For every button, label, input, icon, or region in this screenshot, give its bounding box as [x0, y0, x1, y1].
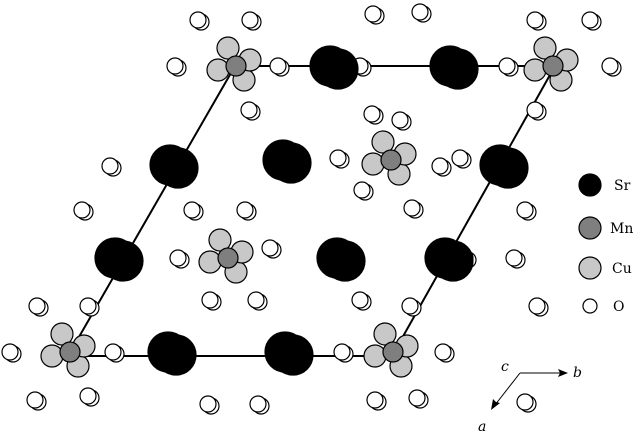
mn-atom	[217, 247, 239, 269]
o-atom	[166, 57, 184, 75]
mn-atom	[380, 149, 402, 171]
legend-cu-label: Cu	[612, 261, 632, 277]
o-atom	[505, 249, 523, 267]
legend-o-label: O	[613, 299, 624, 315]
o-atom	[516, 201, 534, 219]
sr-atom	[316, 237, 358, 279]
o-atom	[601, 57, 619, 75]
o-atom	[28, 297, 46, 315]
o-atom	[269, 57, 287, 75]
legend: Sr Mn Cu O	[578, 173, 633, 315]
o-atom	[183, 201, 201, 219]
o-atom	[353, 181, 371, 199]
o-atom	[366, 391, 384, 409]
o-atom	[451, 149, 469, 167]
o-atom	[199, 395, 217, 413]
o-atom	[351, 291, 369, 309]
unit-cell-edge	[66, 65, 557, 357]
cu-atom	[363, 344, 387, 368]
sr-atom	[424, 237, 466, 279]
o-atom	[247, 291, 265, 309]
o-atom	[329, 149, 347, 167]
legend-sr-marker	[578, 173, 602, 197]
mn-atom	[225, 55, 247, 77]
o-atom	[79, 387, 97, 405]
o-atom	[236, 201, 254, 219]
o-atom	[240, 101, 258, 119]
o-atom	[431, 157, 449, 175]
legend-sr-label: Sr	[614, 178, 631, 194]
o-atom	[408, 389, 426, 407]
o-atom	[526, 11, 544, 29]
unit-cell-outline	[66, 65, 557, 357]
sr-atom	[94, 237, 136, 279]
o-atom	[434, 343, 452, 361]
sr-atom	[264, 331, 306, 373]
sr-atom	[149, 144, 191, 186]
o-atom	[261, 239, 279, 257]
atoms-layer	[1, 3, 622, 415]
mn-atom	[542, 55, 564, 77]
legend-mn-marker	[578, 216, 602, 240]
axis-b-arrowhead	[558, 369, 568, 377]
o-atom	[104, 343, 122, 361]
cu-atom	[361, 152, 385, 176]
axis-a-arrowhead	[491, 399, 500, 410]
o-atom	[364, 5, 382, 23]
o-atom	[401, 297, 419, 315]
o-atom	[411, 3, 429, 21]
cu-atom	[371, 130, 395, 154]
cu-atom	[523, 58, 547, 82]
cu-atom	[40, 344, 64, 368]
cu-atom	[373, 322, 397, 346]
o-atom	[189, 11, 207, 29]
mn-atom	[59, 341, 81, 363]
cu-atom	[216, 36, 240, 60]
axis-indicator: c b a	[478, 359, 582, 435]
o-atom	[169, 249, 187, 267]
cu-atom	[50, 322, 74, 346]
cu-atom	[206, 58, 230, 82]
o-atom	[201, 291, 219, 309]
o-atom	[79, 297, 97, 315]
o-atom	[101, 157, 119, 175]
cu-atom	[208, 228, 232, 252]
o-atom	[516, 393, 534, 411]
o-atom	[526, 101, 544, 119]
axis-a-label: a	[478, 419, 486, 435]
legend-mn-label: Mn	[610, 221, 633, 237]
o-atom	[581, 11, 599, 29]
sr-atom	[479, 144, 521, 186]
axis-b-label: b	[573, 365, 582, 381]
o-atom	[363, 105, 381, 123]
o-atom	[26, 391, 44, 409]
o-atom	[391, 111, 409, 129]
axis-a-arrow	[494, 372, 521, 406]
sr-atom	[262, 139, 304, 181]
o-atom	[1, 343, 19, 361]
o-atom	[241, 11, 259, 29]
o-atom	[333, 343, 351, 361]
axis-c-label: c	[501, 359, 509, 375]
legend-o-marker	[582, 298, 598, 314]
o-atom	[73, 201, 91, 219]
sr-atom	[147, 331, 189, 373]
o-atom	[403, 199, 421, 217]
o-atom	[249, 395, 267, 413]
mn-atom	[382, 341, 404, 363]
cu-atom	[533, 36, 557, 60]
sr-atom	[429, 45, 471, 87]
o-atom	[528, 297, 546, 315]
sr-atom	[309, 45, 351, 87]
cu-atom	[198, 250, 222, 274]
o-atom	[498, 57, 516, 75]
legend-cu-marker	[578, 256, 602, 280]
